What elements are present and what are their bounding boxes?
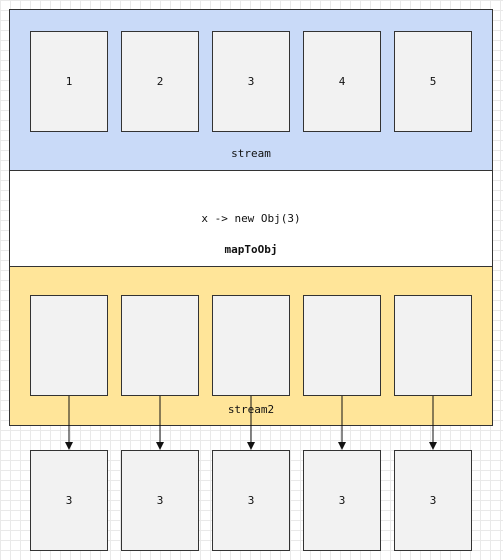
stream2-label: stream2 [227, 403, 275, 416]
output-item-box: 3 [212, 450, 290, 551]
stream-item-label: 1 [65, 75, 73, 88]
stream-label: stream [231, 147, 271, 160]
stream2-item-box [121, 295, 199, 396]
stream2-item-box [394, 295, 472, 396]
stream-item-label: 5 [429, 75, 437, 88]
stream-item-box: 5 [394, 31, 472, 132]
stream-item-box: 2 [121, 31, 199, 132]
stream-item-label: 2 [156, 75, 164, 88]
output-item-label: 3 [65, 494, 73, 507]
output-item-label: 3 [338, 494, 346, 507]
output-item-label: 3 [247, 494, 255, 507]
operation-band [9, 170, 493, 267]
output-item-box: 3 [394, 450, 472, 551]
output-item-box: 3 [30, 450, 108, 551]
stream2-item-box [212, 295, 290, 396]
stream2-item-box [303, 295, 381, 396]
operation-expression: x -> new Obj(3) [201, 212, 301, 225]
output-item-box: 3 [121, 450, 199, 551]
stream-item-label: 3 [247, 75, 255, 88]
stream-item-box: 4 [303, 31, 381, 132]
output-item-box: 3 [303, 450, 381, 551]
stream2-item-box [30, 295, 108, 396]
output-item-label: 3 [156, 494, 164, 507]
stream-item-box: 1 [30, 31, 108, 132]
stream-item-label: 4 [338, 75, 346, 88]
output-item-label: 3 [429, 494, 437, 507]
operation-name: mapToObj [224, 243, 278, 256]
stream-item-box: 3 [212, 31, 290, 132]
